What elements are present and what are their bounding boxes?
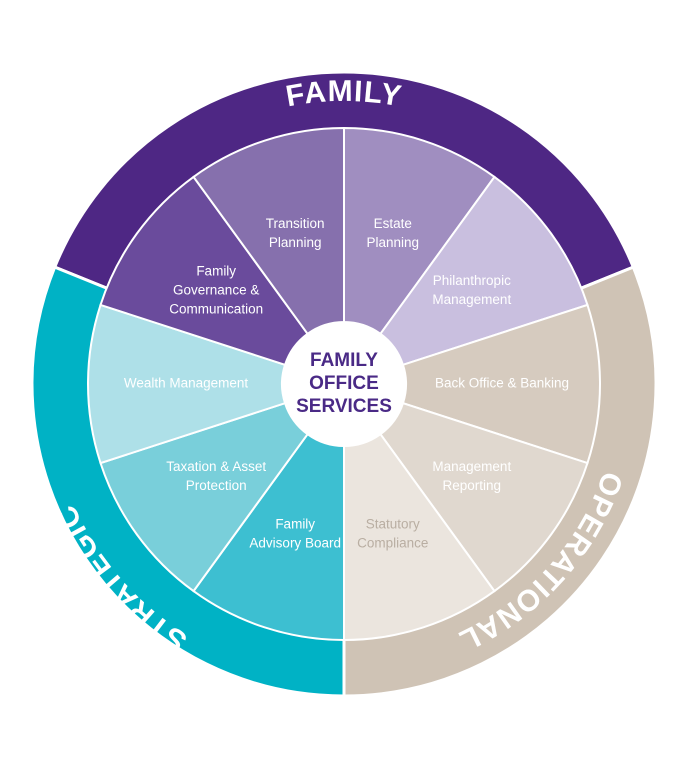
segment-7-label-line-1: Taxation & Asset (166, 459, 266, 474)
inner-segments: EstatePlanningPhilanthropicManagementBac… (87, 126, 601, 642)
segment-2-label-line-1: Philanthropic (433, 273, 511, 288)
ring-label-family: FAMILY (283, 75, 404, 114)
segment-8-label-line-1: Wealth Management (124, 376, 249, 391)
segment-6-label-line-1: Family (275, 516, 315, 531)
segment-9-label-line-1: Family (196, 264, 236, 279)
segment-7-label-line-2: Protection (186, 478, 247, 493)
center-circle (282, 322, 406, 446)
center-hub: FAMILY OFFICE SERVICES (282, 322, 406, 446)
segment-10-label-line-2: Planning (269, 235, 322, 250)
segment-4-label-line-1: Management (432, 459, 511, 474)
segment-5-label-line-1: Statutory (366, 516, 420, 531)
segment-6-label-line-2: Advisory Board (249, 535, 341, 550)
segment-2-label-line-2: Management (432, 292, 511, 307)
segment-9-label-line-2: Governance & (173, 283, 259, 298)
segment-1-label-line-1: Estate (374, 216, 412, 231)
segment-10-label-line-1: Transition (266, 216, 325, 231)
segment-9-label-line-3: Communication (169, 302, 263, 317)
center-title-line-2: OFFICE (309, 373, 379, 394)
segment-5-label-line-2: Compliance (357, 535, 428, 550)
segment-4-label-line-2: Reporting (443, 478, 502, 493)
center-title-line-1: FAMILY (310, 350, 378, 371)
center-title-line-3: SERVICES (296, 396, 392, 417)
segment-3-label-line-1: Back Office & Banking (435, 376, 569, 391)
segment-1-label-line-2: Planning (367, 235, 420, 250)
